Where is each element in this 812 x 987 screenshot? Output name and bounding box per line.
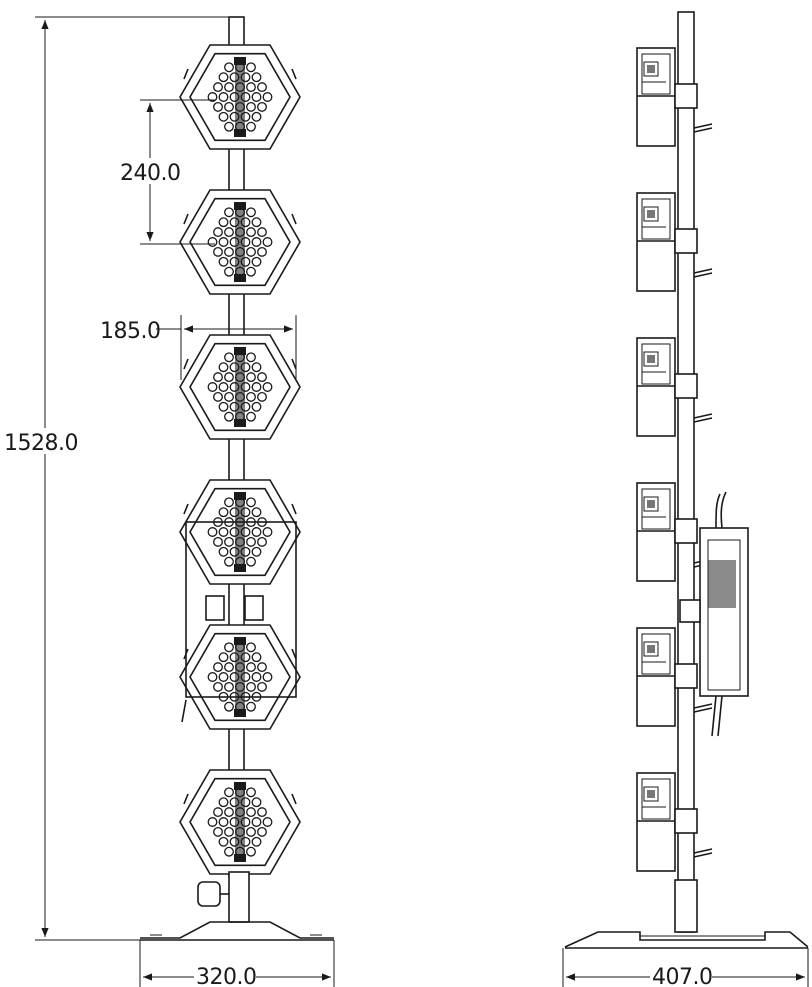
side-base-dimension: 407.0 (562, 948, 809, 987)
side-fixture-4 (636, 482, 713, 582)
front-view: 1528.0 240.0 185.0 320.0 (0, 16, 335, 987)
fixture-width-dimension: 185.0 (100, 315, 297, 380)
led-lens-array (207, 642, 273, 712)
front-base-dimension-label: 320.0 (196, 965, 256, 987)
front-fixture-4 (179, 479, 301, 585)
side-fixture-1 (636, 47, 713, 147)
front-fixture-3 (179, 334, 301, 440)
side-fixture-2 (636, 192, 713, 292)
front-base-dimension: 320.0 (139, 940, 335, 987)
side-driver-box (679, 491, 749, 737)
side-fixture-5 (636, 627, 713, 727)
front-fixture-1 (179, 44, 301, 150)
spacing-dimension-label: 240.0 (120, 161, 180, 186)
height-dimension: 1528.0 (0, 16, 230, 941)
tension-knob-icon (197, 881, 221, 907)
front-fixture-6 (179, 769, 301, 875)
front-fixture-5 (179, 624, 301, 730)
side-fixture-3 (636, 337, 713, 437)
front-yoke-bracket (181, 521, 297, 723)
side-view: 407.0 (562, 11, 809, 987)
side-base (564, 879, 809, 949)
side-fixture-6 (636, 772, 713, 872)
front-fixture-2 (179, 189, 301, 295)
side-pole (677, 11, 695, 933)
spacing-dimension: 240.0 (118, 99, 215, 245)
fixture-width-dimension-label: 185.0 (100, 319, 160, 344)
height-dimension-label: 1528.0 (4, 431, 78, 456)
front-base (140, 871, 334, 941)
side-base-dimension-label: 407.0 (652, 965, 712, 987)
